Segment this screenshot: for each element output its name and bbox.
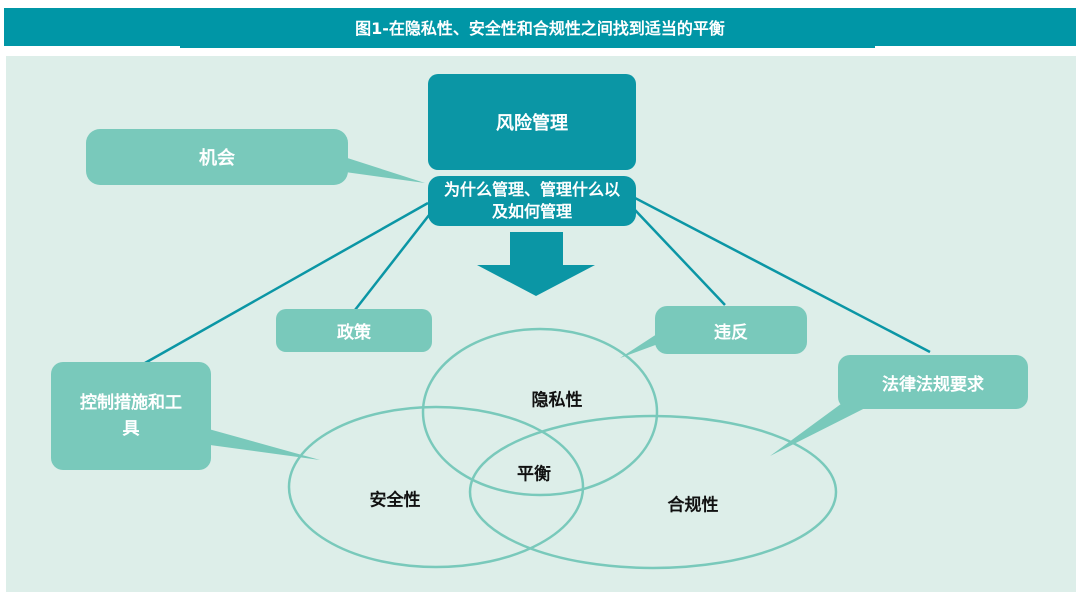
security-circle (287, 405, 585, 569)
connector-to-legal (634, 196, 931, 354)
why-what-how-box: 为什么管理、管理什么以及如何管理 (428, 176, 636, 226)
policy-box: 政策 (276, 309, 432, 352)
risk-management-box: 风险管理 (428, 74, 636, 170)
compliance-label: 合规性 (667, 495, 719, 516)
privacy-circle (421, 327, 659, 497)
figure-title: 图1-在隐私性、安全性和合规性之间找到适当的平衡 (4, 8, 1076, 46)
controls-tools-box: 控制措施和工具 (51, 362, 211, 470)
opportunity-box: 机会 (86, 129, 348, 185)
connector-to-controls (144, 201, 429, 365)
violation-box: 违反 (655, 306, 807, 354)
down-arrow (477, 232, 595, 296)
controls-callout-tail (205, 428, 320, 460)
title-underline (180, 46, 875, 48)
opportunity-callout-tail (338, 155, 425, 183)
privacy-label: 隐私性 (531, 390, 583, 411)
connector-to-violation (634, 209, 726, 306)
balance-label: 平衡 (517, 464, 551, 485)
legal-requirements-box: 法律法规要求 (838, 355, 1028, 409)
connector-to-policy (354, 209, 434, 311)
security-label: 安全性 (369, 490, 421, 511)
compliance-circle (468, 414, 838, 570)
